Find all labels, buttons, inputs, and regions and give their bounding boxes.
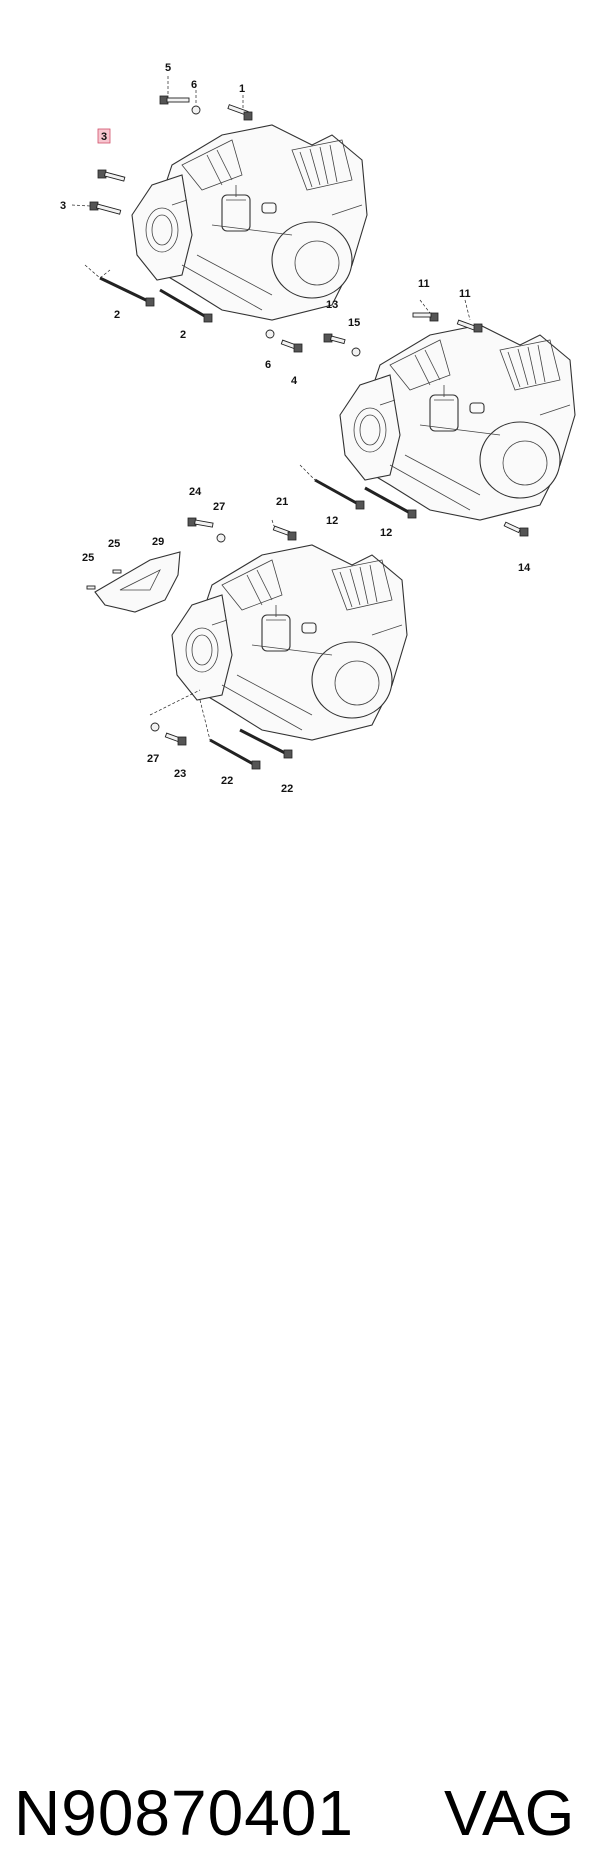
bolt-21 [272,525,297,541]
washer-6-top [191,105,201,115]
gearbox-housing-1 [131,124,368,321]
footer: N90870401 VAG [0,880,600,1849]
long-bolt-12-left [314,478,365,510]
bolt-4 [280,339,303,353]
callout-3: 3 [60,200,66,212]
callout-13: 13 [326,299,338,311]
exploded-parts-diagram: 5 6 1 3 3 2 2 6 4 11 11 13 15 12 12 14 2… [60,62,576,795]
callout-25-lower: 25 [82,552,94,564]
callout-4: 4 [291,375,298,387]
bolt-3 [89,201,122,215]
washer-27-top [216,533,226,543]
callout-29: 29 [152,536,164,548]
callout-21: 21 [276,496,288,508]
callout-2-left: 2 [114,309,120,321]
bolt-11-right [456,319,483,333]
assembly-leader-lines [71,76,471,741]
long-bolt-12-right [364,486,417,519]
callout-12-right: 12 [380,527,392,539]
screw-25-upper [112,569,122,574]
bolt-23 [164,732,187,746]
bolt-1 [227,104,253,121]
brand-name: VAG [444,1777,575,1849]
gearbox-housing-3 [171,544,408,741]
callout-25-upper: 25 [108,538,120,550]
bolt-3-highlighted [97,169,126,182]
bolt-11-left [412,312,439,322]
washer-6-bottom [265,329,275,339]
callout-23: 23 [174,768,186,780]
callout-27-top: 27 [213,501,225,513]
gearbox-housing-2 [339,324,576,521]
callout-15: 15 [348,317,360,329]
callout-24: 24 [189,486,202,498]
bolt-13 [323,333,346,345]
long-bolt-2-left [99,276,155,307]
bolt-24 [187,517,214,528]
callout-11-left: 11 [418,278,430,290]
screw-25-lower [86,585,96,590]
cover-plate [94,551,181,613]
callout-2-right: 2 [180,329,186,341]
callout-6-top: 6 [191,79,197,91]
bolt-5 [159,95,190,105]
callout-6-bottom: 6 [265,359,271,371]
callout-22-right: 22 [281,783,293,795]
part-number: N90870401 [14,1777,354,1849]
callout-3-highlighted: 3 [101,131,107,143]
bolt-14 [503,521,529,537]
callout-14: 14 [518,562,531,574]
callout-11-right: 11 [459,288,471,300]
long-bolt-22-left [209,738,261,770]
callout-12-left: 12 [326,515,338,527]
callout-3-highlight [97,128,111,144]
callout-5: 5 [165,62,171,74]
washer-27-bottom [150,722,160,732]
long-bolt-2-right [159,288,213,323]
long-bolt-22-right [239,728,293,759]
callout-27-bottom: 27 [147,753,159,765]
callout-1: 1 [239,83,245,95]
callout-22-left: 22 [221,775,233,787]
washer-15 [351,347,361,357]
